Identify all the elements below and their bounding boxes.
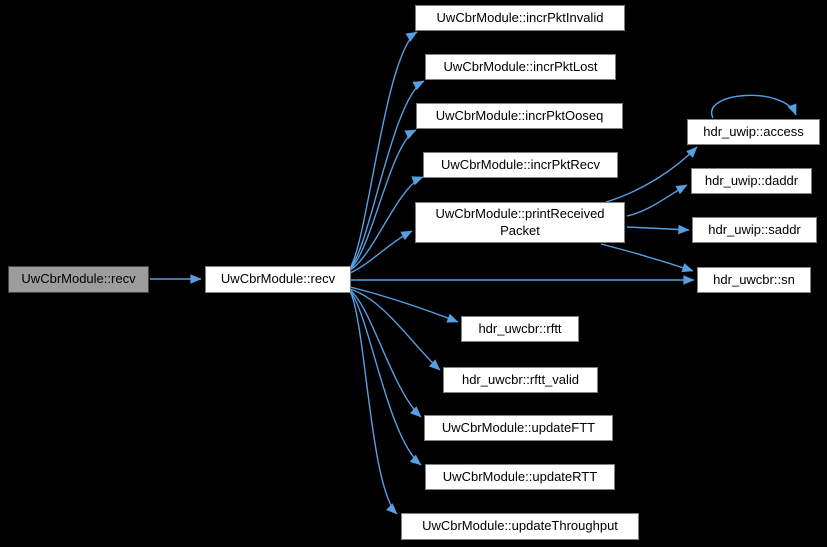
edge-recv-to-incr-pkt-lost [349, 80, 425, 269]
edge-print-received-packet-to-hdr-uwip-daddr [626, 184, 688, 217]
node-caller-recv: UwCbrModule::recv [8, 266, 149, 293]
node-update-throughput[interactable]: UwCbrModule::updateThroughput [401, 513, 639, 540]
node-update-rtt[interactable]: UwCbrModule::updateRTT [425, 464, 615, 490]
node-hdr-uwcbr-rftt-valid[interactable]: hdr_uwcbr::rftt_valid [443, 367, 598, 393]
edge-recv-to-print-received-packet [349, 230, 413, 274]
node-hdr-uwip-daddr[interactable]: hdr_uwip::daddr [691, 168, 812, 194]
edge-print-received-packet-to-hdr-uwip-saddr [626, 224, 690, 235]
node-hdr-uwcbr-rftt[interactable]: hdr_uwcbr::rftt [461, 316, 579, 342]
node-recv[interactable]: UwCbrModule::recv [205, 266, 351, 293]
node-incr-pkt-recv[interactable]: UwCbrModule::incrPktRecv [423, 152, 618, 178]
edge-recv-to-hdr-uwcbr-rftt [349, 286, 459, 323]
node-incr-pkt-invalid[interactable]: UwCbrModule::incrPktInvalid [415, 5, 625, 31]
edge-hdr-uwip-access-self-loop [710, 94, 797, 119]
node-hdr-uwcbr-sn[interactable]: hdr_uwcbr::sn [697, 267, 811, 293]
node-update-ftt[interactable]: UwCbrModule::updateFTT [424, 415, 613, 441]
node-hdr-uwip-access[interactable]: hdr_uwip::access [687, 119, 820, 145]
edge-recv-to-update-ftt [349, 289, 422, 418]
node-print-received-packet[interactable]: UwCbrModule::printReceived Packet [415, 202, 625, 243]
node-hdr-uwip-saddr[interactable]: hdr_uwip::saddr [692, 217, 817, 243]
edge-recv-to-incr-pkt-ooseq [349, 129, 417, 270]
edge-recv-to-update-rtt [349, 290, 422, 466]
edge-recv-to-update-throughput [349, 290, 398, 515]
node-incr-pkt-ooseq[interactable]: UwCbrModule::incrPktOoseq [416, 103, 623, 129]
edge-recv-to-incr-pkt-invalid [349, 31, 418, 269]
edge-print-received-packet-to-hdr-uwip-access [605, 146, 698, 203]
edge-print-received-packet-to-hdr-uwcbr-sn [600, 243, 694, 273]
edge-recv-to-hdr-uwcbr-rftt-valid [349, 288, 441, 371]
node-incr-pkt-lost[interactable]: UwCbrModule::incrPktLost [425, 54, 616, 80]
edge-recv-to-incr-pkt-recv [349, 176, 424, 271]
